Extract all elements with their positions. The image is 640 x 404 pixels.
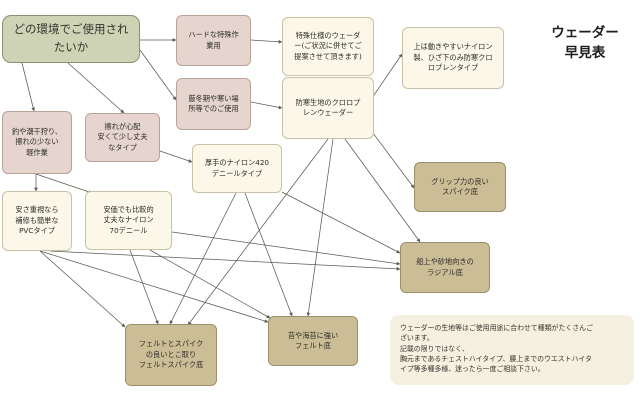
custom-wader-node: 特殊仕様のウェーダ ー(ご状況に併せてご 提案させて頂きます)	[282, 17, 374, 76]
edge-abrasion-nylon420	[159, 150, 193, 163]
note-box: ウェーダーの生地等はご使用用途に合わせて種類がたくさんご ざいます。 記載の限り…	[390, 315, 634, 385]
edge-neoprene-feltspike	[187, 138, 329, 326]
edge-neoprene-topnylon	[371, 53, 403, 99]
edge-nylon70-feltspike	[129, 249, 159, 325]
nylon420-node: 厚手のナイロン420 デニールタイプ	[192, 144, 282, 193]
edge-hard-custom	[250, 39, 283, 44]
edge-pvc-feltspike	[39, 250, 126, 328]
top-nylon-node: 上は動きやすいナイロン 製、ひざ下のみ防寒クロ ロプレンタイプ	[402, 27, 504, 89]
edge-root-cold	[139, 49, 177, 101]
edge-root-abrasion	[67, 62, 125, 114]
edge-pvc-radial	[49, 250, 401, 271]
edge-nylon420-radial	[281, 191, 401, 254]
felt-spike-sole-node: フェルトとスパイク の良いとこ取り フェルトスパイク底	[125, 324, 217, 386]
edge-cold-neoprene	[250, 101, 283, 110]
edge-fishing-nylon70	[35, 173, 93, 194]
felt-sole-node: 苔や海苔に強い フェルト底	[268, 316, 358, 366]
edge-neoprene-radial	[344, 138, 421, 243]
edge-nylon70-radial	[171, 231, 401, 266]
pvc-type-node: 安さ重視なら 補修も簡単な PVCタイプ	[2, 191, 72, 251]
edge-nylon420-felt	[244, 192, 293, 317]
edge-root-fishing	[21, 62, 36, 112]
grip-spike-sole-node: グリップ力の良い スパイク底	[414, 162, 506, 212]
radial-sole-node: 船上や砂地向きの ラジアル底	[400, 242, 490, 293]
nylon70-node: 安価でも比較的 丈夫なナイロン 70デニール	[85, 191, 172, 250]
chart-title: ウェーダー 早見表	[551, 25, 619, 61]
cold-use-node: 厳冬期や寒い場 所等でのご使用	[176, 78, 251, 130]
edge-nylon70-felt	[149, 249, 271, 319]
edge-pvc-felt	[39, 250, 269, 323]
neoprene-wader-node: 防寒生地のクロロプ レンウェーダー	[282, 77, 374, 139]
abrasion-concern-node: 擦れが心配 安くて少し丈夫 なタイプ	[85, 113, 160, 162]
edge-nylon420-feltspike	[169, 192, 237, 325]
hard-work-node: ハードな特殊作 業用	[176, 15, 251, 66]
edge-neoprene-felt	[306, 138, 334, 317]
fishing-light-work-node: 釣や潮干狩り、 擦れの少ない 軽作業	[2, 111, 72, 174]
root-question-node: どの環境でご使用され たいか	[2, 15, 140, 63]
